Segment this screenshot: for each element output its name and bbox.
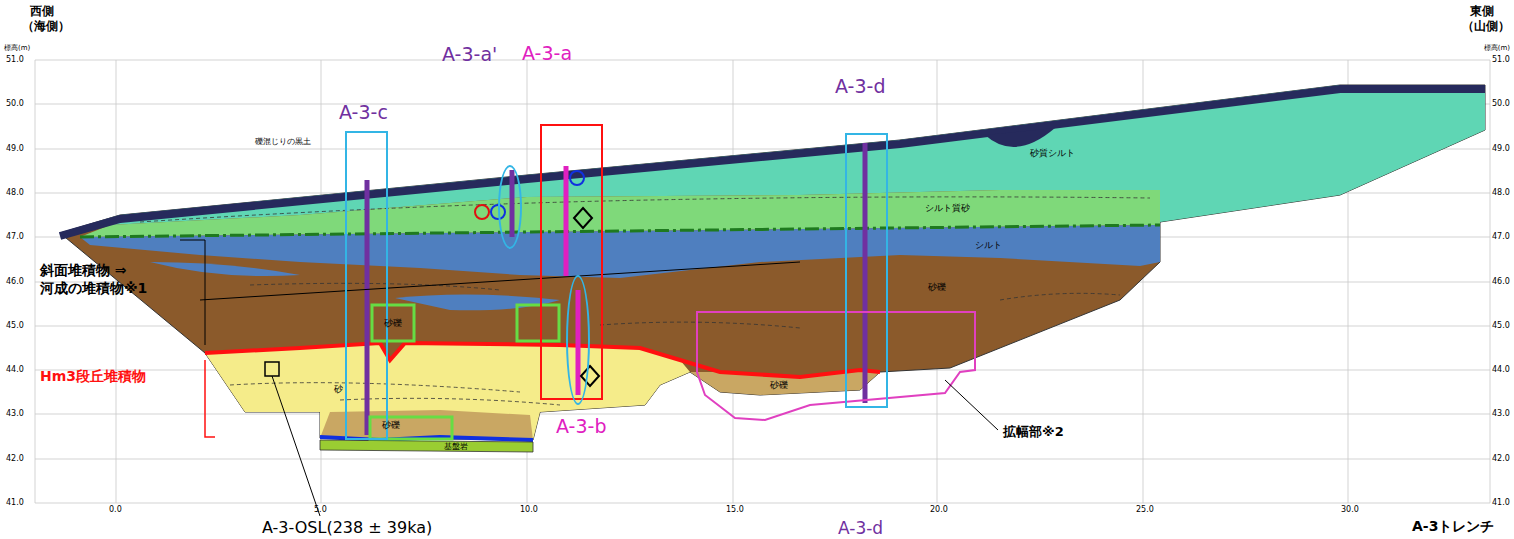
axis-tick: 0.0 (109, 505, 122, 515)
sample-box: A-3-c (345, 131, 388, 440)
deposit-note: 斜面堆積物 ⇒河成の堆積物※1 (40, 262, 205, 297)
sample-label: A-3-b (556, 415, 606, 438)
gravel-layer (60, 85, 1485, 440)
sample-bars (367, 143, 865, 435)
layer-name: シルト (975, 240, 1002, 251)
axis-tick: 51.0 (1492, 55, 1510, 65)
trench-name: A-3トレンチ (1412, 518, 1494, 536)
silt-lens (150, 262, 300, 276)
axis-tick: 20.0 (930, 505, 948, 515)
axis-tick: 46.0 (6, 277, 24, 287)
deposit-note: Hm3段丘堆積物 (40, 368, 146, 386)
axis-tick: 42.0 (1492, 454, 1510, 464)
axis-tick: 42.0 (6, 454, 24, 464)
axis-tick: 44.0 (6, 365, 24, 375)
layer-name: 砂礫 (928, 282, 946, 293)
axis-tick: 46.0 (1492, 277, 1510, 287)
axis-tick: 5.0 (314, 505, 327, 515)
layer-name: 基盤岩 (444, 442, 468, 452)
layer-name: 砂礫 (770, 380, 788, 391)
axis-tick: 50.0 (6, 99, 24, 109)
axis-tick: 47.0 (1492, 232, 1510, 242)
sample-label: A-3-d (835, 75, 885, 98)
axis-tick: 30.0 (1341, 505, 1359, 515)
black-soil (60, 89, 1485, 236)
green-boundary (80, 225, 1160, 237)
layer-name: 砂質シルト (1030, 148, 1075, 159)
layer-name: 礫混じりの黒土 (255, 137, 311, 147)
axis-tick: 47.0 (6, 232, 24, 242)
osl-sample: A-3-OSL(238 ± 39ka) (262, 518, 432, 538)
axis-tick: 48.0 (6, 188, 24, 198)
widening-outline (697, 312, 975, 420)
sample-box: A-3-d (845, 133, 888, 408)
side-label: 西側 （海側） (22, 4, 62, 34)
axis-tick: 49.0 (1492, 144, 1510, 154)
side-label: 東側 （山側） (1462, 4, 1502, 34)
bedrock (320, 440, 533, 452)
axis-tick: 10.0 (520, 505, 538, 515)
layer-name: 砂 (334, 384, 343, 395)
hm3-top (205, 343, 880, 377)
layer-name: シルト質砂 (925, 203, 970, 214)
gravel-lens (320, 410, 533, 440)
sample-box: A-3-a (540, 124, 603, 400)
black-soil (985, 128, 1055, 147)
sample-label: A-3-d (838, 518, 883, 539)
grid (35, 60, 1490, 503)
axis-tick: 15.0 (726, 505, 744, 515)
axis-tick: 43.0 (6, 409, 24, 419)
axis-tick: 49.0 (6, 144, 24, 154)
axis-tick: 45.0 (1492, 321, 1510, 331)
axis-tick: 48.0 (1492, 188, 1510, 198)
sample-box: A-3-a' (498, 165, 522, 249)
silt-layer (80, 225, 1160, 278)
layer-name: 砂礫 (382, 420, 400, 431)
axis-title: 標高(m) (1484, 44, 1510, 53)
leaders (180, 240, 998, 516)
hm3-bracket (205, 360, 215, 437)
layer-name: 砂礫 (384, 318, 402, 329)
axis-tick: 25.0 (1136, 505, 1154, 515)
axis-tick: 51.0 (6, 55, 24, 65)
axis-tick: 41.0 (1492, 498, 1510, 508)
axis-tick: 43.0 (1492, 409, 1510, 419)
axis-tick: 45.0 (6, 321, 24, 331)
widening-note: 拡幅部※2 (1003, 424, 1064, 440)
sample-label: A-3-a' (442, 43, 497, 66)
sample-box: A-3-b (566, 275, 590, 405)
axis-tick: 44.0 (1492, 365, 1510, 375)
axis-title: 標高(m) (4, 44, 30, 53)
axis-tick: 50.0 (1492, 99, 1510, 109)
sample-label: A-3-c (339, 101, 388, 124)
silt-lens (395, 294, 560, 310)
sample-label: A-3-a (522, 42, 572, 65)
gravel-lens (690, 370, 880, 395)
axis-tick: 41.0 (6, 498, 24, 508)
